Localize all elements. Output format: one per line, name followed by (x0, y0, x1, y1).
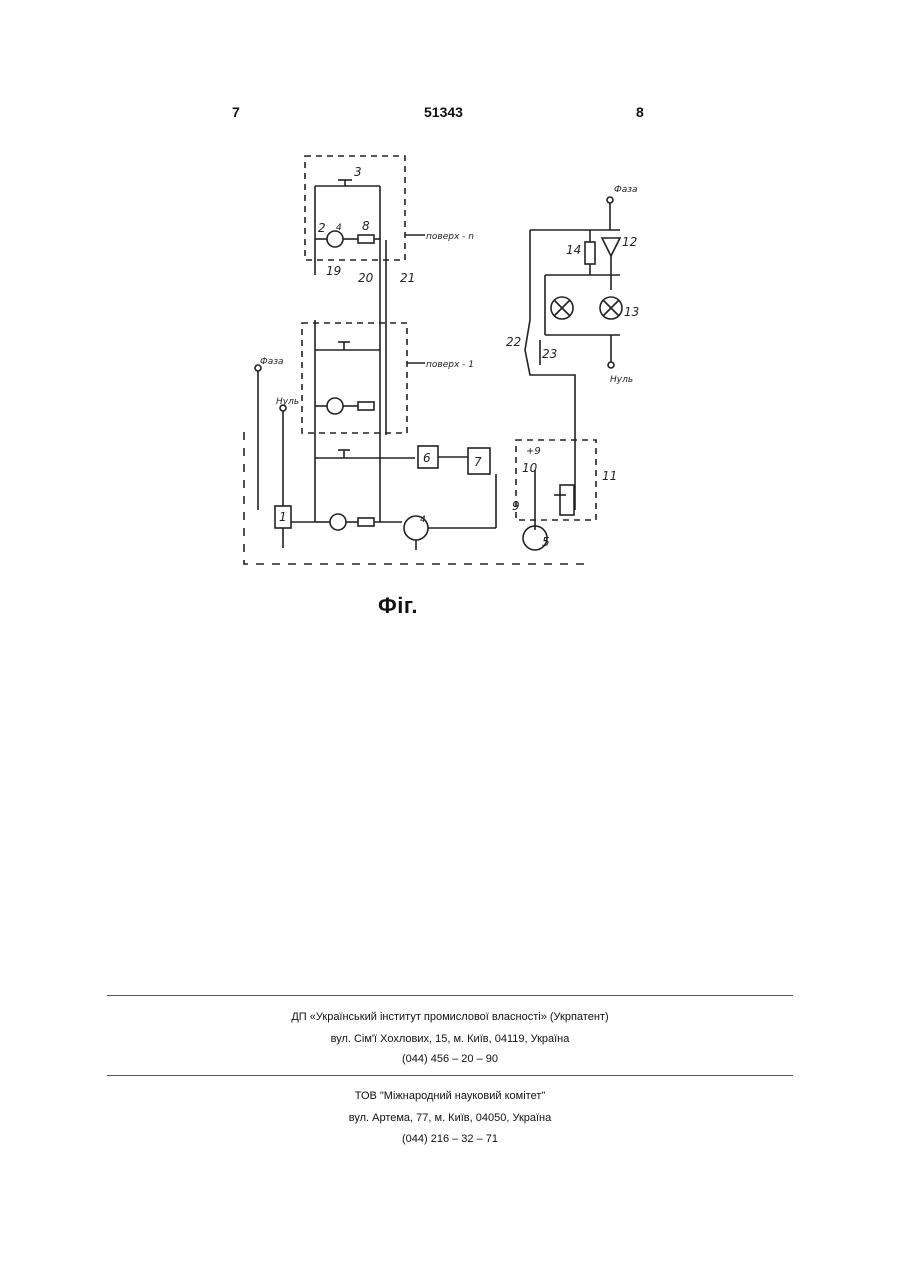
label-8: 8 (362, 219, 370, 233)
org1-address: вул. Сім'ї Хохлових, 15, м. Київ, 04119,… (0, 1033, 900, 1045)
divider-middle (107, 1075, 793, 1076)
label-3: 3 (354, 165, 362, 179)
org1-name: ДП «Український інститут промислової вла… (0, 1011, 900, 1023)
label-7: 7 (474, 455, 482, 469)
label-9: 9 (512, 499, 520, 513)
label-2: 2 (318, 221, 326, 235)
org1-phone: (044) 456 – 20 – 90 (0, 1053, 900, 1065)
label-19: 19 (326, 264, 341, 278)
label-faza-left: Фаза (260, 357, 284, 367)
label-22: 22 (506, 335, 521, 349)
circuit-diagram: 3 2 4 8 19 20 21 поверх - n поверх - 1 Ф… (230, 150, 670, 580)
divider-top (107, 995, 793, 996)
label-6: 6 (423, 451, 431, 465)
label-floor-n: поверх - n (426, 232, 474, 242)
org2-name: ТОВ "Міжнародний науковий комітет" (0, 1090, 900, 1102)
label-floor-1: поверх - 1 (426, 360, 474, 370)
floor-1-box (302, 323, 407, 433)
figure-caption: Фіг. (378, 593, 418, 619)
label-4a: 4 (336, 223, 342, 233)
patent-number: 51343 (424, 104, 463, 120)
label-21: 21 (400, 271, 415, 285)
label-13: 13 (624, 305, 639, 319)
page-number-left: 7 (232, 104, 240, 120)
org2-address: вул. Артема, 77, м. Київ, 04050, Україна (0, 1112, 900, 1124)
org2-phone: (044) 216 – 32 – 71 (0, 1133, 900, 1145)
label-20: 20 (358, 271, 374, 285)
label-nul-right: Нуль (610, 375, 633, 385)
label-1: 1 (279, 510, 287, 524)
label-nul-left: Нуль (276, 397, 299, 407)
label-11: 11 (602, 469, 617, 483)
label-12: 12 (622, 235, 637, 249)
label-23: 23 (542, 347, 557, 361)
page-number-right: 8 (636, 104, 644, 120)
label-4b: 4 (420, 515, 426, 525)
label-14: 14 (566, 243, 581, 257)
label-faza-right: Фаза (614, 185, 638, 195)
label-10: 10 (522, 461, 538, 475)
label-plus9: +9 (526, 446, 541, 457)
label-5: 5 (542, 535, 550, 549)
